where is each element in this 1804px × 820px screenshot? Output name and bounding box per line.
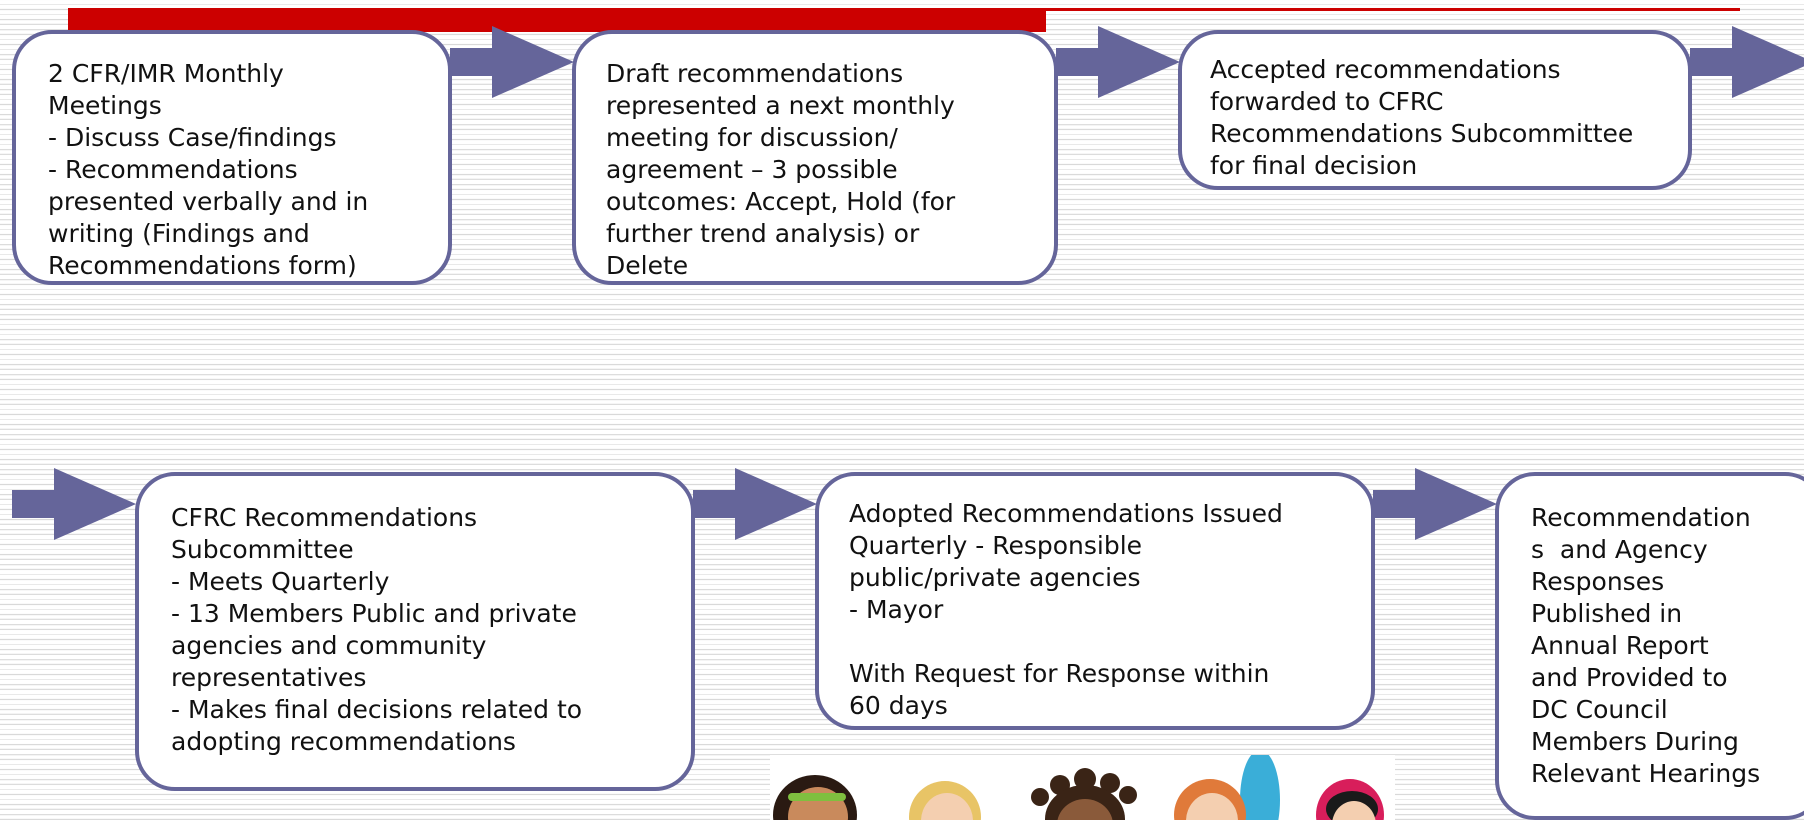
title-accent-bar [68,8,1046,32]
step-annual-report-box: Recommendation s and Agency Responses Pu… [1495,472,1804,820]
right-arrow-icon [1690,26,1804,106]
step-monthly-meetings-box: 2 CFR/IMR Monthly Meetings - Discuss Cas… [12,30,452,285]
right-arrow-icon [450,26,574,106]
right-arrow-icon [1373,468,1497,548]
title-accent-line [1046,8,1740,11]
step-subcommittee-box: CFRC Recommendations Subcommittee - Meet… [135,472,695,791]
cartoon-people-illustration [770,755,1395,820]
right-arrow-icon [12,468,136,548]
right-arrow-icon [693,468,817,548]
step-accepted-recommendations-box: Accepted recommendations forwarded to CF… [1178,30,1692,190]
step-draft-recommendations-box: Draft recommendations represented a next… [572,30,1058,285]
step-adopted-recommendations-box: Adopted Recommendations Issued Quarterly… [815,472,1375,730]
right-arrow-icon [1056,26,1180,106]
